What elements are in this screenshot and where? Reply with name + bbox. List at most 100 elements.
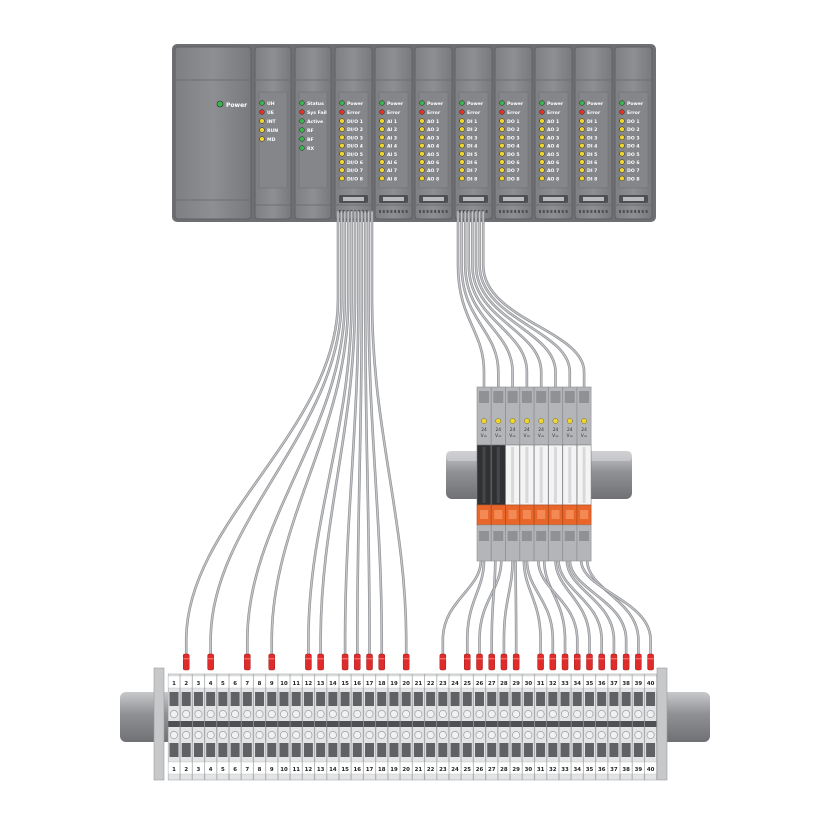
ferrule-39	[635, 653, 642, 671]
relay-module-4: 24V=	[519, 386, 535, 562]
vent-slot	[586, 210, 589, 213]
channel-0-label: DI 1	[467, 119, 477, 125]
connector-pins	[343, 197, 364, 201]
terminal-marker-top	[510, 675, 523, 689]
terminal-number-top: 35	[586, 681, 594, 687]
terminal-entry-bottom	[621, 743, 631, 757]
terminal-entry-bottom	[291, 743, 301, 757]
relay-voltage: 24	[524, 427, 530, 433]
terminal-entry-bottom	[523, 743, 533, 757]
wire-relay-in-3-highlight	[468, 211, 528, 391]
channel-3-label: DI 4	[467, 144, 477, 150]
wire-relay-in-5	[474, 210, 557, 392]
terminal-entry-bottom	[279, 743, 289, 757]
terminal-screw-icon	[573, 710, 582, 718]
terminal-screw-icon	[610, 710, 618, 718]
terminal-screw-icon	[414, 710, 423, 718]
channel-2-led-icon	[379, 134, 385, 141]
channel-2-label: DI 3	[467, 135, 477, 141]
terminal-marker-bottom	[436, 761, 449, 775]
terminal-8: 88	[253, 673, 266, 781]
terminal-screw-icon	[426, 710, 435, 718]
vent-slot	[594, 210, 597, 213]
terminal-entry-bottom	[633, 743, 643, 757]
vent-slot	[426, 210, 429, 213]
terminal-entry-bottom	[487, 743, 497, 757]
channel-4-label: DI/O 5	[347, 152, 363, 158]
relay-voltage: 24	[581, 427, 587, 433]
channel-2-label: AI 3	[387, 135, 397, 141]
terminal-marker-bottom	[351, 761, 364, 775]
terminal-number-top: 33	[561, 681, 569, 687]
terminal-entry-bottom	[462, 743, 472, 757]
channel-5-label: AI 6	[387, 160, 397, 166]
wire-relay-out-37-highlight	[566, 559, 615, 656]
relay-led-icon	[566, 418, 573, 424]
terminal-screw-icon	[292, 710, 301, 718]
channel-3-label: DI 4	[587, 144, 597, 150]
relay-screw-slot	[536, 391, 547, 403]
terminal-number-top: 39	[635, 681, 643, 687]
terminal-number-bottom: 13	[317, 767, 325, 773]
terminal-entry-bottom	[584, 743, 594, 757]
terminal-screw-icon	[548, 731, 557, 739]
terminal-screw-icon	[170, 731, 178, 739]
channel-1-led-icon	[619, 126, 625, 132]
terminal-number-top: 22	[427, 681, 435, 687]
relay-unit: V=	[524, 433, 531, 439]
ferrule-18	[378, 653, 385, 671]
ferrule-13	[317, 653, 324, 671]
relay-lever-tab	[494, 510, 503, 519]
terminal-screw-icon	[561, 710, 569, 718]
terminal-number-bottom: 1	[172, 767, 176, 773]
cpu-status-1-label: UE	[267, 110, 274, 116]
channel-6-led-icon	[339, 167, 345, 173]
wire-ferrule	[647, 653, 654, 671]
vent-slot	[525, 210, 528, 213]
terminal-1: 11	[167, 673, 181, 781]
module-error-label: Error	[347, 110, 361, 116]
wire-relay-out-25	[465, 558, 486, 657]
relay-screw-slot	[564, 391, 575, 403]
terminal-screw-icon	[524, 710, 533, 718]
cpu-status-1-led-icon	[259, 109, 265, 115]
terminal-number-bottom: 14	[329, 767, 337, 773]
terminal-screw-icon	[622, 710, 631, 718]
channel-2-led-icon	[539, 134, 545, 141]
channel-1-led-icon	[339, 126, 345, 132]
relay-unit: V=	[495, 433, 502, 439]
terminal-screw-icon	[451, 710, 459, 718]
channel-7-label: DO 8	[627, 176, 640, 182]
terminal-screw-icon	[206, 710, 215, 718]
channel-0-led-icon	[579, 118, 585, 124]
terminal-number-top: 30	[525, 681, 533, 687]
connector-pins	[503, 197, 524, 201]
terminal-number-top: 4	[209, 681, 213, 687]
terminal-number-top: 15	[341, 681, 349, 687]
terminal-bridge-channel	[571, 721, 584, 727]
terminal-marker-top	[449, 675, 462, 689]
terminal-screw-icon	[487, 731, 496, 739]
terminal-number-top: 37	[610, 681, 618, 687]
channel-0-led-icon	[459, 118, 465, 124]
wire-relay-in-0-highlight	[457, 211, 485, 391]
module-power-label: Power	[587, 101, 604, 107]
ferrule-highlight	[342, 658, 349, 660]
terminal-marker-top	[204, 675, 217, 689]
channel-7-label: DI/O 8	[347, 176, 363, 182]
vent-slot	[405, 210, 408, 213]
channel-4-label: AI 5	[387, 152, 397, 158]
terminal-marker-bottom	[265, 761, 278, 775]
ferrule-26	[476, 653, 483, 671]
terminal-screw-icon	[255, 731, 264, 739]
ferrule-highlight	[610, 658, 617, 660]
terminal-screw-icon	[500, 710, 508, 718]
terminal-marker-bottom	[375, 761, 388, 775]
vent-slot	[438, 210, 440, 213]
terminal-marker-top	[277, 675, 290, 689]
